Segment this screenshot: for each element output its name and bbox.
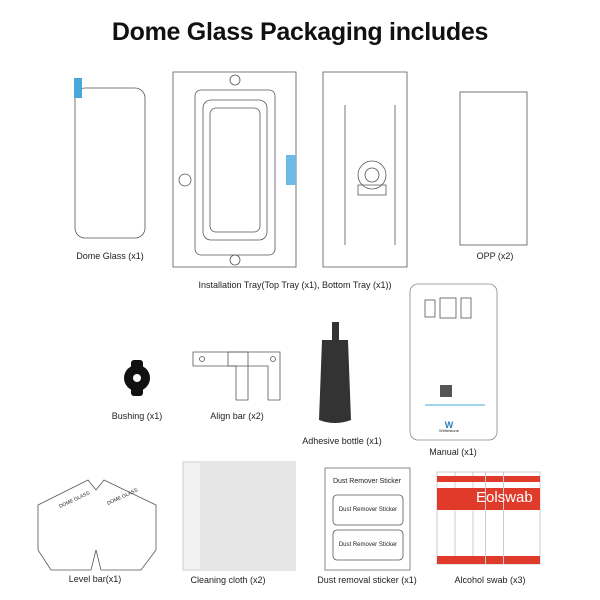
dust-sticker-illustration: [324, 467, 411, 571]
dust-sticker-1: Dust Remover Sticker: [338, 507, 398, 513]
label-alcohol-swab: Alcohol swab (x3): [454, 575, 526, 585]
label-level-bar: Level bar(x1): [68, 574, 122, 584]
adhesive-bottle-illustration: [319, 322, 351, 423]
dust-sticker-2: Dust Remover Sticker: [338, 542, 398, 548]
bottom-tray-illustration: [322, 71, 408, 268]
svg-text:DOME GLASS: DOME GLASS: [106, 487, 139, 507]
label-adhesive-bottle: Adhesive bottle (x1): [302, 436, 382, 446]
label-opp: OPP (x2): [476, 251, 514, 261]
align-bar-illustration: [192, 351, 281, 401]
alcohol-swab-illustration: [436, 471, 541, 565]
label-manual: Manual (x1): [429, 447, 477, 457]
top-tray-illustration: [172, 71, 297, 268]
label-cleaning-cloth: Cleaning cloth (x2): [190, 575, 266, 585]
manual-illustration: W: [409, 283, 498, 441]
level-bar-illustration: DOME GLASS DOME GLASS: [37, 479, 157, 571]
manual-logo: W: [445, 420, 454, 430]
level-bar-brand: DOME GLASS: [58, 490, 91, 510]
bushing-illustration: [124, 360, 150, 396]
label-align-bar: Align bar (x2): [210, 411, 264, 421]
label-bushing: Bushing (x1): [111, 411, 163, 421]
dome-glass-illustration: [74, 78, 146, 239]
cleaning-cloth-illustration: [182, 461, 296, 571]
manual-brand: Whitestone: [438, 428, 460, 433]
label-installation-tray: Installation Tray(Top Tray (x1), Bottom …: [198, 280, 392, 290]
label-dome-glass: Dome Glass (x1): [76, 251, 144, 261]
swab-brand: Eolswab: [476, 489, 533, 506]
label-dust-removal-sticker: Dust removal sticker (x1): [317, 575, 417, 585]
page-title: Dome Glass Packaging includes: [111, 18, 489, 46]
dust-sticker-header: Dust Remover Sticker: [332, 478, 402, 485]
opp-film-illustration: [459, 91, 528, 246]
